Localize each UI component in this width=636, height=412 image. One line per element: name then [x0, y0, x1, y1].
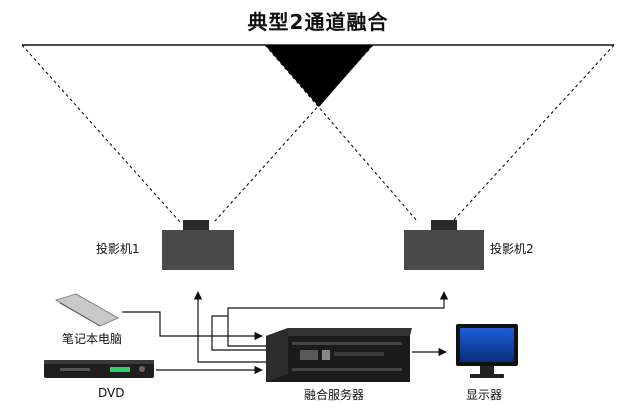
server-icon [266, 328, 412, 382]
monitor-label: 显示器 [466, 388, 503, 402]
projector2-body [404, 230, 484, 270]
laptop-to-server-line [122, 311, 263, 341]
projector2-lens [431, 220, 457, 230]
server-label: 融合服务器 [304, 388, 365, 402]
projector1-lens [183, 220, 209, 230]
server-to-projector1-line-b [211, 315, 266, 351]
dvd-icon [44, 360, 154, 378]
projector1-body [162, 230, 234, 270]
diagram-title: 典型2通道融合 [247, 10, 389, 34]
projector2-beam-left [264, 44, 419, 223]
blend-overlap-zone [265, 45, 373, 107]
projector2-beam-right [451, 44, 615, 223]
monitor-icon [456, 324, 518, 378]
projector2-label: 投影机2 [490, 242, 534, 256]
laptop-label: 笔记本电脑 [62, 332, 123, 346]
projector1-beam-left [21, 44, 181, 223]
laptop-icon [55, 293, 119, 327]
server-to-projector2-line [227, 291, 449, 347]
projector2 [404, 220, 484, 270]
projector1-label: 投影机1 [96, 242, 140, 256]
server-to-projector1-line [193, 291, 266, 363]
projector1 [162, 220, 234, 270]
projector1-beam-right [213, 44, 374, 223]
dvd-label: DVD [98, 386, 125, 400]
